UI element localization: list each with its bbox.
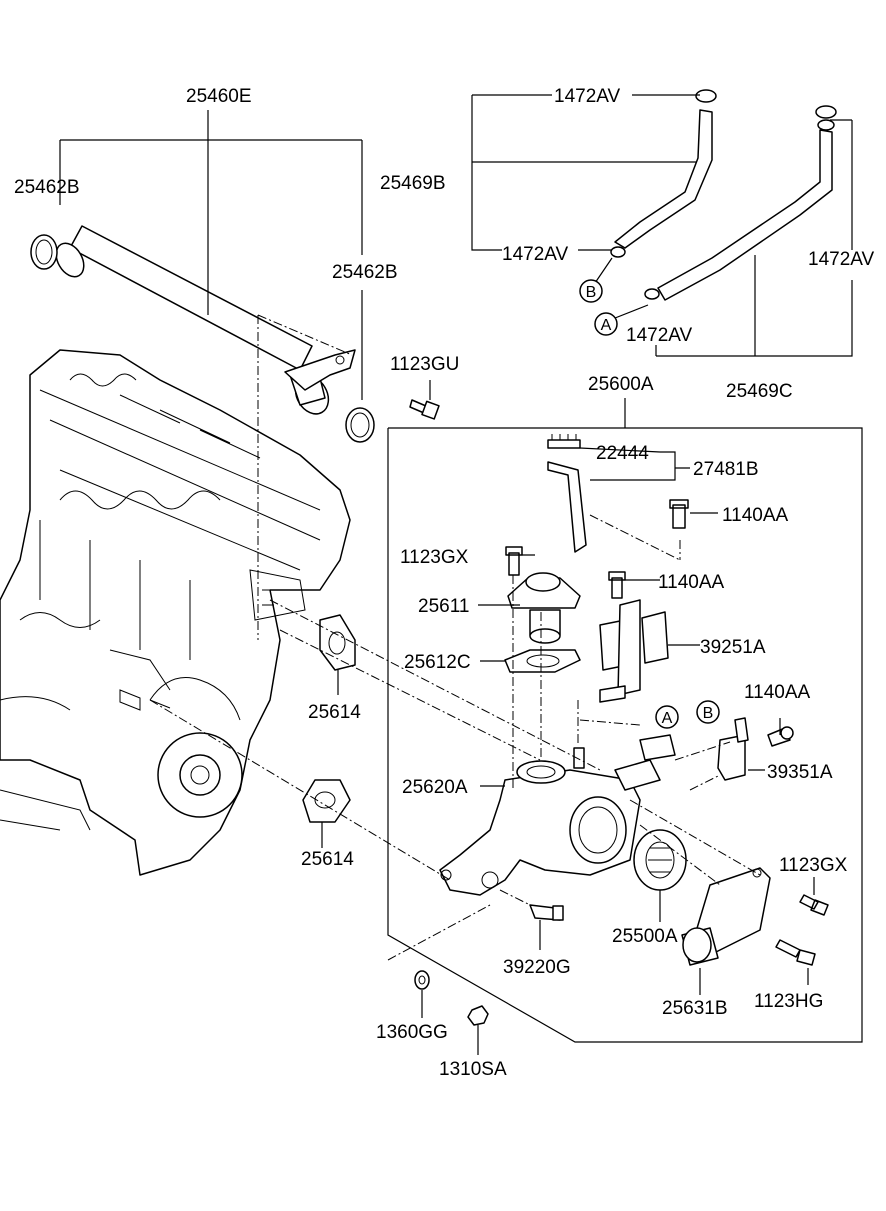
label-22444: 22444 xyxy=(596,443,649,464)
hose-25469C xyxy=(657,129,833,301)
label-1123HG: 1123HG xyxy=(754,991,823,1012)
engine-block-illustration xyxy=(0,349,351,876)
callout-a-top: A xyxy=(601,317,612,334)
label-25611: 25611 xyxy=(418,596,469,617)
label-1123GX-right: 1123GX xyxy=(779,855,848,876)
label-1472AV-left: 1472AV xyxy=(502,244,569,265)
label-25469B: 25469B xyxy=(380,173,446,194)
label-1360GG: 1360GG xyxy=(376,1022,448,1043)
bolt-1123GX-b xyxy=(799,894,829,916)
label-1472AV-right: 1472AV xyxy=(808,249,875,270)
nut-1310SA xyxy=(467,1005,489,1026)
label-1123GX-top: 1123GX xyxy=(400,547,469,568)
water-pipe-assembly xyxy=(30,225,440,443)
callout-b-mid: B xyxy=(703,705,714,722)
callouts: B A A B xyxy=(579,279,720,729)
alignment-lines xyxy=(149,314,761,961)
label-25462B-left: 25462B xyxy=(14,177,80,198)
label-1140AA-mid: 1140AA xyxy=(658,572,725,593)
label-25600A: 25600A xyxy=(588,374,654,395)
bracket-27481B xyxy=(547,461,587,553)
o-ring-25462B-left xyxy=(30,234,58,270)
bolt-1140AA-a xyxy=(669,499,689,529)
washer-1360GG xyxy=(414,970,430,990)
label-25462B-right: 25462B xyxy=(332,262,398,283)
label-39251A: 39251A xyxy=(700,637,766,658)
label-1140AA-top: 1140AA xyxy=(722,505,789,526)
hose-assemblies xyxy=(610,89,837,301)
label-25612C: 25612C xyxy=(404,652,471,673)
bolt-1123HG xyxy=(775,939,816,966)
label-1472AV-mid: 1472AV xyxy=(626,325,693,346)
label-1310SA: 1310SA xyxy=(439,1059,507,1080)
callout-b-top: B xyxy=(586,284,597,301)
gasket-25612C xyxy=(504,649,581,673)
o-ring-25462B-right xyxy=(345,407,375,443)
leader-lines xyxy=(59,94,863,1055)
label-1472AV-top: 1472AV xyxy=(554,86,621,107)
label-1123GU: 1123GU xyxy=(390,354,459,375)
thermostat-housing-assembly xyxy=(414,434,829,1026)
connector-22444 xyxy=(547,439,581,449)
label-1140AA-right: 1140AA xyxy=(744,682,811,703)
label-27481B: 27481B xyxy=(693,459,759,480)
label-39351A: 39351A xyxy=(767,762,833,783)
label-25500A: 25500A xyxy=(612,926,678,947)
hose-25469B xyxy=(614,109,713,249)
bolt-1140AA-b xyxy=(608,571,626,599)
label-39220G: 39220G xyxy=(503,957,571,978)
label-25620A: 25620A xyxy=(402,777,468,798)
callout-a-mid: A xyxy=(662,710,673,727)
label-25469C: 25469C xyxy=(726,381,793,402)
part-labels: 25460E 25462B 25462B 1123GU 1472AV 25469… xyxy=(14,86,875,1080)
label-25631B: 25631B xyxy=(662,998,728,1019)
label-25460E: 25460E xyxy=(186,86,252,107)
label-25614-bottom: 25614 xyxy=(301,849,354,870)
gaskets-25614 xyxy=(302,614,356,823)
label-25614-top: 25614 xyxy=(308,702,361,723)
bolt-1123GX-a xyxy=(505,546,523,576)
